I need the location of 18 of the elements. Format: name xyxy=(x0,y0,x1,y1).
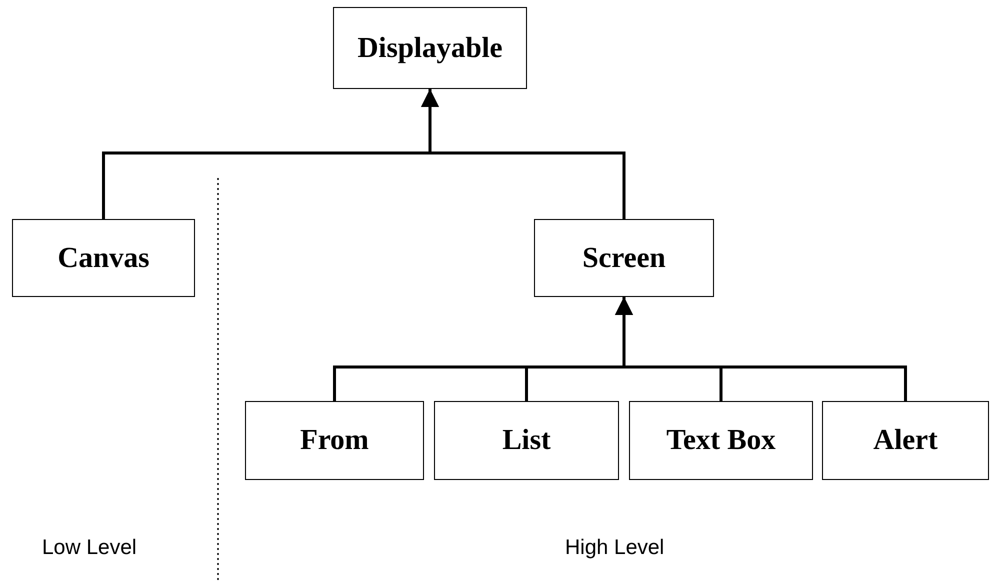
class-name: From xyxy=(300,424,369,457)
class-name: List xyxy=(502,424,551,457)
level-label: Low Level xyxy=(42,536,137,560)
class-box xyxy=(245,401,424,480)
class-box xyxy=(434,401,619,480)
class-name: Alert xyxy=(873,424,938,457)
class-name: Screen xyxy=(582,242,666,274)
class-box xyxy=(822,401,989,480)
class-name: Canvas xyxy=(58,242,150,274)
class-box xyxy=(333,7,527,89)
class-box xyxy=(12,219,195,297)
class-name: Displayable xyxy=(357,32,503,64)
inheritance-arrow xyxy=(615,297,907,401)
class-box xyxy=(629,401,813,480)
class-name: Text Box xyxy=(666,424,776,457)
class-box xyxy=(534,219,714,297)
level-label: High Level xyxy=(565,536,664,560)
inheritance-arrow xyxy=(421,89,626,219)
